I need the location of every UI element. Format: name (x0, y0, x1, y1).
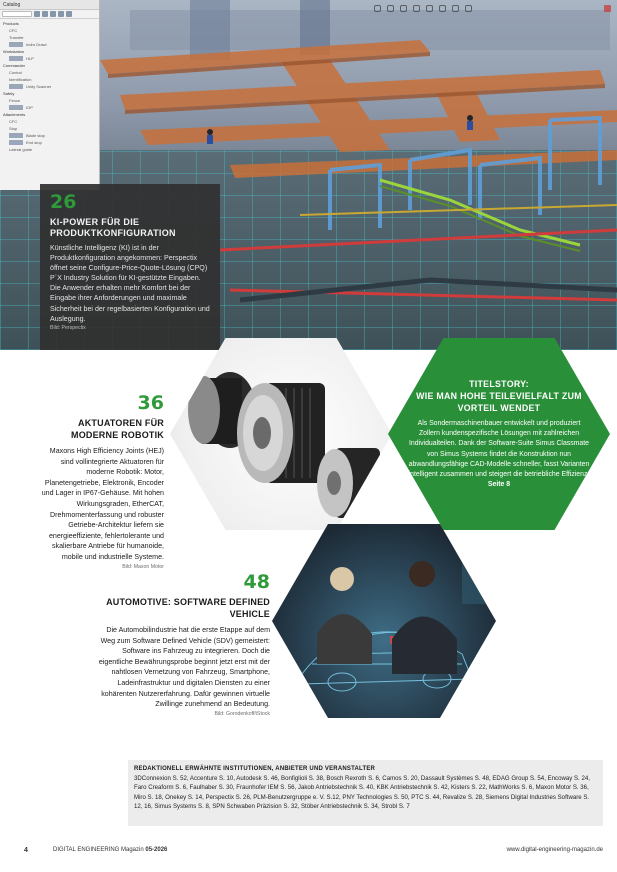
article-headline: KI-POWER FÜR DIE PRODUKTKONFIGURATION (50, 217, 176, 238)
page-number: 4 (24, 847, 28, 854)
catalog-tree: Products CFC Transfer Indro Drawl Workst… (0, 19, 99, 154)
cad-catalog-title: Catalog (0, 0, 99, 10)
article-page-number: 26 (50, 191, 77, 213)
tree-item-label: IOP (26, 105, 33, 110)
copy-icon[interactable] (42, 11, 48, 17)
tree-item[interactable]: Attachments (3, 112, 26, 117)
article-body: Künstliche Intelligenz (KI) ist in der P… (50, 244, 210, 323)
tree-item[interactable]: Unity Scanner (3, 83, 96, 90)
institutions-box: REDAKTIONELL ERWÄHNTE INSTITUTIONEN, ANB… (128, 760, 603, 826)
engineers-car-hologram-photo (301, 561, 490, 692)
tree-item-label: HLP (26, 56, 34, 61)
select-icon[interactable] (426, 4, 433, 12)
image-credit: Bild: Perspectix (50, 324, 86, 331)
magazine-title: DIGITAL ENGINEERING Magazin (53, 847, 144, 853)
filter-icon[interactable] (58, 11, 64, 17)
tree-item[interactable]: Products (3, 21, 19, 26)
institutions-list: 3DConnexion S. 52, Accenture S. 10, Auto… (134, 775, 590, 811)
article-48: 48 AUTOMOTIVE: SOFTWARE DEFINED VEHICLE … (96, 572, 270, 718)
item-thumbnail (9, 42, 23, 48)
titelstory-kicker: TITELSTORY: (469, 379, 529, 389)
item-thumbnail (9, 84, 23, 90)
factory-conveyor-render (100, 0, 617, 303)
article-page-number: 36 (137, 392, 164, 414)
image-credit: Bild: Maxon Motor (122, 563, 164, 570)
page-footer: 4 DIGITAL ENGINEERING Magazin 05-2026 ww… (24, 847, 603, 857)
item-thumbnail (9, 105, 23, 111)
tree-item[interactable]: Blade stop (3, 132, 96, 139)
tree-item[interactable]: Commander (3, 63, 26, 68)
tree-item-label: End stop (26, 140, 42, 145)
hero-image-factory-layout (0, 0, 617, 350)
titelstory-headline: WIE MAN HOHE TEILEVIELFALT ZUM VORTEIL W… (416, 391, 582, 413)
tree-item[interactable]: End stop (3, 139, 96, 146)
tree-item[interactable]: IOP (3, 104, 96, 111)
sdv-image-hexagon (272, 524, 496, 718)
article-page-number: 48 (243, 571, 270, 593)
magazine-name: DIGITAL ENGINEERING Magazin 05-2026 (53, 847, 167, 853)
view-icon[interactable] (452, 4, 459, 12)
tree-item[interactable]: Transfer (9, 35, 24, 40)
tree-item-label: Indro Drawl (26, 42, 47, 47)
help-icon[interactable] (66, 11, 72, 17)
grid-icon[interactable] (50, 11, 56, 17)
tree-item[interactable]: Control (9, 70, 22, 75)
titelstory-body: Als Sondermaschinenbauer entwickelt und … (408, 420, 590, 479)
article-headline: AUTOMOTIVE: SOFTWARE DEFINED VEHICLE (106, 597, 270, 619)
item-thumbnail (9, 56, 23, 62)
tree-item-label: Blade stop (26, 133, 45, 138)
move-icon[interactable] (400, 4, 407, 12)
article-26-box: 26 KI-POWER FÜR DIE PRODUKTKONFIGURATION… (40, 184, 220, 350)
article-body: Maxons High Efficiency Joints (HEJ) sind… (41, 447, 164, 561)
settings-icon[interactable] (465, 4, 472, 12)
tree-item[interactable]: Workstation (3, 49, 25, 54)
article-36: 36 AKTUATOREN FÜR MODERNE ROBOTIK Maxons… (40, 393, 164, 571)
catalog-search-field[interactable] (2, 11, 32, 17)
cad-catalog-panel: Catalog Products CFC Transfer Indro Draw… (0, 0, 100, 190)
cad-app-toolbar (370, 2, 615, 14)
cad-catalog-toolbar (0, 10, 99, 19)
tree-item[interactable]: Lateral guide (9, 147, 33, 152)
tree-item[interactable]: CFC (9, 28, 18, 33)
rotate-icon[interactable] (413, 4, 420, 12)
tree-item-label: Unity Scanner (26, 84, 52, 89)
actuator-motors-photo (188, 372, 380, 518)
close-icon[interactable] (604, 4, 611, 12)
magazine-url[interactable]: www.digital-engineering-magazin.de (506, 847, 603, 853)
magazine-issue: 05-2026 (145, 847, 168, 853)
redo-icon[interactable] (387, 4, 394, 12)
article-headline: AKTUATOREN FÜR MODERNE ROBOTIK (71, 418, 164, 440)
undo-icon[interactable] (374, 4, 381, 12)
tree-item[interactable]: Identification (9, 77, 32, 82)
item-thumbnail (9, 140, 23, 146)
article-body: Die Automobilindustrie hat die erste Eta… (98, 626, 270, 709)
tree-item[interactable]: CFC (9, 119, 18, 124)
tree-item[interactable]: HLP (3, 55, 96, 62)
measure-icon[interactable] (439, 4, 446, 12)
add-icon[interactable] (34, 11, 40, 17)
tree-item[interactable]: Indro Drawl (3, 41, 96, 48)
tree-item[interactable]: Fence (9, 98, 21, 103)
titelstory-hexagon[interactable]: TITELSTORY: WIE MAN HOHE TEILEVIELFALT Z… (388, 338, 610, 530)
titelstory-page-link[interactable]: Seite 8 (487, 481, 511, 489)
institutions-heading: REDAKTIONELL ERWÄHNTE INSTITUTIONEN, ANB… (134, 766, 376, 772)
tree-item[interactable]: Safety (3, 91, 15, 96)
titelstory-content: TITELSTORY: WIE MAN HOHE TEILEVIELFALT Z… (408, 378, 590, 490)
item-thumbnail (9, 133, 23, 139)
actuator-image-hexagon (170, 338, 392, 530)
tree-item[interactable]: Stop (9, 126, 18, 131)
image-credit: Bild: Gorodenkoff/iStock (214, 710, 270, 717)
